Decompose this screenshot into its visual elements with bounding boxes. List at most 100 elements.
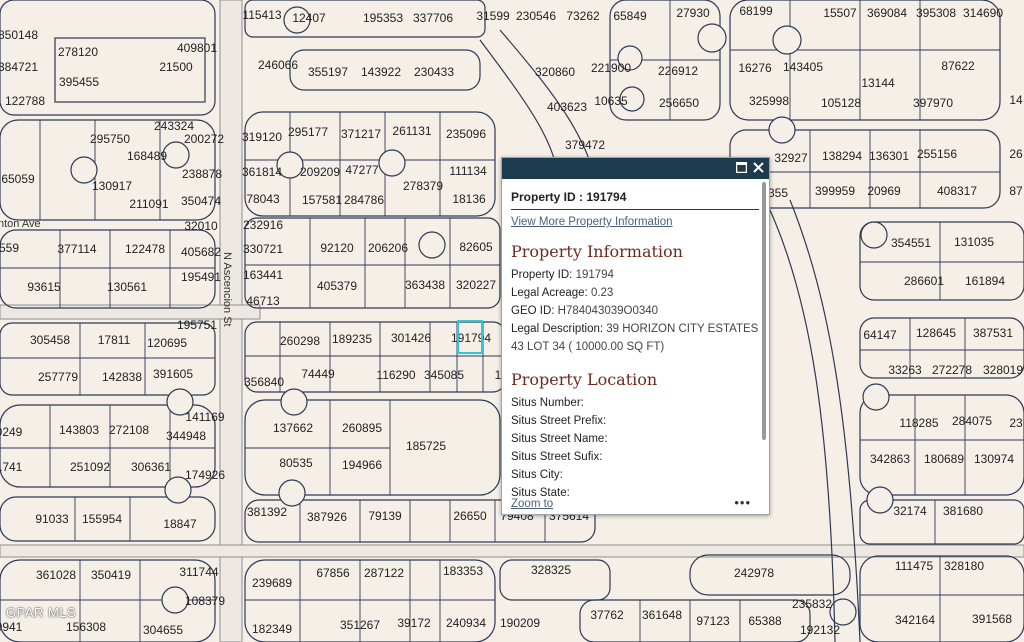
parcel-label[interactable]: 111134 (449, 164, 487, 178)
more-actions-icon[interactable]: ••• (734, 495, 751, 510)
parcel-label[interactable]: 10635 (594, 94, 628, 108)
parcel-label[interactable]: 120695 (146, 336, 188, 350)
parcel-label[interactable]: 342863 (869, 452, 911, 466)
parcel-label[interactable]: 328019 (982, 363, 1024, 377)
parcel-label[interactable]: 295177 (287, 125, 329, 139)
parcel-label[interactable]: 20969 (867, 184, 901, 198)
parcel-label[interactable]: 26650 (453, 509, 487, 523)
parcel-label[interactable]: 64147 (863, 328, 897, 342)
parcel-label[interactable]: 257779 (37, 370, 79, 384)
parcel-label[interactable]: 409801 (176, 41, 218, 55)
parcel-label[interactable]: 32010 (184, 219, 218, 233)
parcel-label[interactable]: 255156 (916, 147, 958, 161)
parcel-label[interactable]: 116290 (376, 368, 416, 382)
parcel-label[interactable]: 381392 (246, 505, 288, 519)
parcel-label[interactable]: 12407 (292, 11, 326, 25)
parcel-label[interactable]: 399959 (814, 184, 856, 198)
parcel-label[interactable]: 295750 (89, 132, 131, 146)
parcel-label[interactable]: 314690 (962, 6, 1004, 20)
parcel-label[interactable]: 559 (0, 241, 20, 255)
close-icon[interactable] (751, 160, 766, 175)
parcel-label[interactable]: 284075 (951, 414, 993, 428)
parcel-label[interactable]: 136301 (868, 149, 910, 163)
parcel-label[interactable]: 65388 (748, 614, 782, 628)
parcel-label[interactable]: 320860 (534, 65, 576, 79)
parcel-label[interactable]: 118285 (899, 416, 939, 430)
parcel-label[interactable]: 155954 (81, 512, 123, 526)
parcel-label[interactable]: 235096 (445, 127, 487, 141)
parcel-label[interactable]: 190209 (499, 616, 541, 630)
parcel-label[interactable]: 180689 (923, 452, 965, 466)
parcel-label[interactable]: 157581 (301, 193, 343, 207)
parcel-label[interactable]: 306361 (130, 460, 172, 474)
parcel-label[interactable]: 143405 (782, 60, 824, 74)
parcel-label[interactable]: 361028 (35, 568, 77, 582)
parcel-label[interactable]: 79139 (368, 509, 402, 523)
parcel-label[interactable]: 408317 (936, 184, 978, 198)
parcel-label[interactable]: 194966 (341, 458, 383, 472)
parcel-label[interactable]: 27930 (676, 6, 710, 20)
parcel-label[interactable]: 15507 (823, 6, 857, 20)
parcel-label[interactable]: 18136 (452, 192, 486, 206)
parcel-label[interactable]: 65059 (1, 172, 35, 186)
parcel-label[interactable]: 46713 (246, 294, 280, 308)
parcel-label[interactable]: 395455 (58, 75, 100, 89)
parcel-label[interactable]: 68199 (739, 4, 773, 18)
parcel-label[interactable]: 31599 (476, 9, 510, 23)
parcel-label[interactable]: 350474 (180, 194, 222, 208)
parcel-label[interactable]: 16276 (738, 61, 772, 75)
parcel-label[interactable]: 17811 (97, 333, 131, 347)
parcel-label[interactable]: 163441 (242, 268, 284, 282)
parcel-label[interactable]: 93615 (27, 280, 61, 294)
parcel-label[interactable]: 395308 (915, 6, 957, 20)
parcel-label[interactable]: 356840 (243, 375, 285, 389)
parcel-label[interactable]: 1741 (0, 460, 23, 474)
parcel-label[interactable]: 305458 (29, 333, 71, 347)
parcel-label[interactable]: 97123 (696, 614, 730, 628)
parcel-label[interactable]: 32174 (893, 504, 927, 518)
parcel-label[interactable]: 122788 (4, 94, 46, 108)
parcel-label[interactable]: 111475 (894, 559, 934, 573)
parcel-label[interactable]: 226912 (657, 64, 699, 78)
parcel-label[interactable]: 328325 (530, 563, 572, 577)
parcel-label[interactable]: 174926 (184, 468, 226, 482)
parcel-label[interactable]: 278120 (57, 45, 99, 59)
parcel-label[interactable]: 377114 (57, 242, 97, 256)
zoom-to-link[interactable]: Zoom to (511, 498, 554, 510)
parcel-label[interactable]: 301426 (390, 331, 432, 345)
parcel-label[interactable]: 397970 (912, 96, 954, 110)
parcel-label[interactable]: 344948 (165, 429, 207, 443)
parcel-label[interactable]: 130561 (106, 280, 148, 294)
view-more-link[interactable]: View More Property Information (511, 216, 673, 228)
parcel-label[interactable]: 21500 (159, 60, 193, 74)
parcel-label[interactable]: 195491 (180, 270, 222, 284)
parcel-label[interactable]: 161894 (964, 274, 1006, 288)
parcel-label[interactable]: 325998 (748, 94, 790, 108)
parcel-label[interactable]: 238878 (181, 167, 223, 181)
parcel-label[interactable]: 278379 (402, 179, 444, 193)
parcel-label[interactable]: 240934 (445, 616, 487, 630)
parcel-label[interactable]: 354551 (890, 236, 932, 250)
parcel-label[interactable]: 330721 (242, 242, 284, 256)
parcel-label[interactable]: 221900 (590, 61, 632, 75)
parcel-label[interactable]: 39172 (397, 616, 431, 630)
parcel-label[interactable]: 246066 (257, 58, 299, 72)
parcel-label[interactable]: 260895 (341, 421, 383, 435)
parcel-label[interactable]: 351267 (339, 618, 381, 632)
parcel-label[interactable]: 47277 (345, 163, 379, 177)
parcel-label[interactable]: 108379 (184, 594, 226, 608)
parcel-label[interactable]: 405379 (316, 279, 358, 293)
parcel-label[interactable]: 1 (494, 368, 502, 382)
parcel-label[interactable]: 342164 (894, 613, 936, 627)
parcel-label[interactable]: 272278 (931, 363, 973, 377)
parcel-label[interactable]: 37762 (590, 608, 624, 622)
parcel-label[interactable]: 80535 (279, 456, 313, 470)
parcel-label[interactable]: 381680 (942, 504, 984, 518)
parcel-label[interactable]: 230546 (515, 9, 557, 23)
parcel-label[interactable]: 0941 (0, 620, 23, 634)
parcel-label[interactable]: 319120 (241, 130, 283, 144)
parcel-label[interactable]: 287122 (363, 566, 405, 580)
parcel-label[interactable]: 183353 (442, 564, 484, 578)
parcel-label[interactable]: 23 (1009, 416, 1023, 430)
